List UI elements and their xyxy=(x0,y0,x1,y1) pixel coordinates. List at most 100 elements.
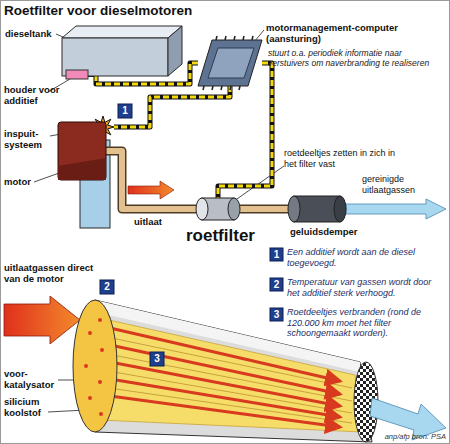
chip-pin xyxy=(212,86,213,90)
exhaust-pipe xyxy=(240,205,288,214)
control-wire xyxy=(114,86,230,127)
channel-wall xyxy=(102,387,352,423)
engine-block-shape xyxy=(58,122,106,180)
part-label: geluidsdemper xyxy=(290,226,370,237)
callout-number: 3 xyxy=(150,352,164,366)
fuel-tank: dieseltank xyxy=(62,26,182,76)
part-label: inspuit-systeem xyxy=(4,128,54,150)
part-label: roetdeeltjes zetten in zich in het filte… xyxy=(284,148,404,169)
callout-box: 1 xyxy=(118,104,132,118)
part-label: gereinigde uitlaatgassen xyxy=(362,174,446,195)
callout-box: 2 xyxy=(270,278,283,291)
chip-pin xyxy=(230,86,231,90)
callout-number: 2 xyxy=(270,278,283,291)
engine-block: motor xyxy=(58,122,106,180)
soot-dot xyxy=(99,412,103,416)
motor-shade xyxy=(58,158,106,180)
cylinder-end xyxy=(228,198,240,220)
gas-flows xyxy=(110,328,340,427)
callout-square xyxy=(270,278,283,291)
callout-number: 3 xyxy=(270,308,283,321)
exhaust-pipe xyxy=(106,151,196,209)
chip-body xyxy=(198,40,262,86)
soot-dot xyxy=(98,380,102,384)
callout-box: 3 xyxy=(150,352,164,366)
connector xyxy=(106,151,196,209)
soot-dots xyxy=(84,318,104,416)
chip-pin xyxy=(225,36,226,40)
credit-text: anp/afp bron: PSA xyxy=(340,432,446,441)
clean-exhaust-arrow xyxy=(346,199,446,219)
note-text: Temperatuur van gassen wordt door het ad… xyxy=(287,277,445,298)
fuel-tank-shape xyxy=(62,26,182,76)
particle-filter: roetfilter xyxy=(196,198,240,220)
cylinder-end xyxy=(288,196,300,222)
motor-body xyxy=(58,122,106,180)
gas-flow xyxy=(110,396,340,427)
chip-core xyxy=(208,48,254,78)
soot-dot xyxy=(88,331,92,335)
connector xyxy=(114,86,230,127)
cylinder-body xyxy=(294,196,340,222)
part-label: roetfilter xyxy=(186,226,286,245)
chip-pin xyxy=(252,36,253,40)
chip-pin xyxy=(239,86,240,90)
part-label: silicium koolstof xyxy=(4,396,64,418)
soot-dot xyxy=(98,318,102,322)
callout-box: 2 xyxy=(100,280,114,294)
part-label: motor xyxy=(4,176,44,187)
tank-side xyxy=(168,26,182,76)
additive-holder: houder voor additief xyxy=(66,70,88,79)
part-label: dieseltank xyxy=(5,28,61,39)
callout-box: 1 xyxy=(270,248,283,261)
engine-computer: motormanagement-computer (aansturing) xyxy=(198,40,262,86)
channel-wall xyxy=(102,336,352,388)
note-text: stuurt o.a. periodiek informatie naar ve… xyxy=(268,48,440,68)
callout-number: 2 xyxy=(100,280,114,294)
cylinder-end xyxy=(196,198,208,220)
engine-computer-shape xyxy=(198,40,262,86)
channel-wall xyxy=(102,353,352,401)
callout-square xyxy=(100,280,114,294)
note-text: Roetdeeltjes verbranden (rond de 120.000… xyxy=(287,307,445,339)
callout-number: 1 xyxy=(270,248,283,261)
diagram-title: Roetfilter voor dieselmotoren xyxy=(4,3,324,19)
callout-square xyxy=(150,352,164,366)
tank-top xyxy=(62,26,182,38)
chip-pin xyxy=(243,36,244,40)
soot-dot xyxy=(84,364,88,368)
additive-holder-shape xyxy=(66,70,88,79)
filter-cutaway xyxy=(4,296,446,442)
chip-pin xyxy=(203,86,204,90)
chip-pin xyxy=(221,86,222,90)
cylinder-end xyxy=(334,196,346,222)
callout-square xyxy=(118,104,132,118)
callout-square xyxy=(270,308,283,321)
chip-pin xyxy=(216,36,217,40)
control-wire-fill xyxy=(114,86,230,127)
particle-filter-shape xyxy=(196,198,240,220)
part-label: uitlaatgassen direct van de motor xyxy=(4,262,106,284)
exhaust-pipe-fill xyxy=(106,151,196,209)
soot-dot xyxy=(100,348,104,352)
inlet-arrow xyxy=(4,296,80,344)
edge-label: uitlaat xyxy=(134,216,162,227)
part-label: houder voor additief xyxy=(4,84,66,106)
pre-catalyst-face xyxy=(73,300,117,432)
channel-walls xyxy=(102,336,352,423)
silencer: geluidsdemper xyxy=(288,196,346,222)
flow-arrow xyxy=(128,181,174,199)
connector xyxy=(240,209,288,210)
note-text: Een additief wordt aan de diesel toegevo… xyxy=(287,247,445,268)
holder-body xyxy=(66,70,88,79)
callout-square xyxy=(270,248,283,261)
chip-pin xyxy=(234,36,235,40)
soot-dot xyxy=(88,396,92,400)
callout-number: 1 xyxy=(118,104,132,118)
callout-box: 3 xyxy=(270,308,283,321)
part-label: motormanagement-computer (aansturing) xyxy=(266,22,446,44)
silencer-shape xyxy=(288,196,346,222)
